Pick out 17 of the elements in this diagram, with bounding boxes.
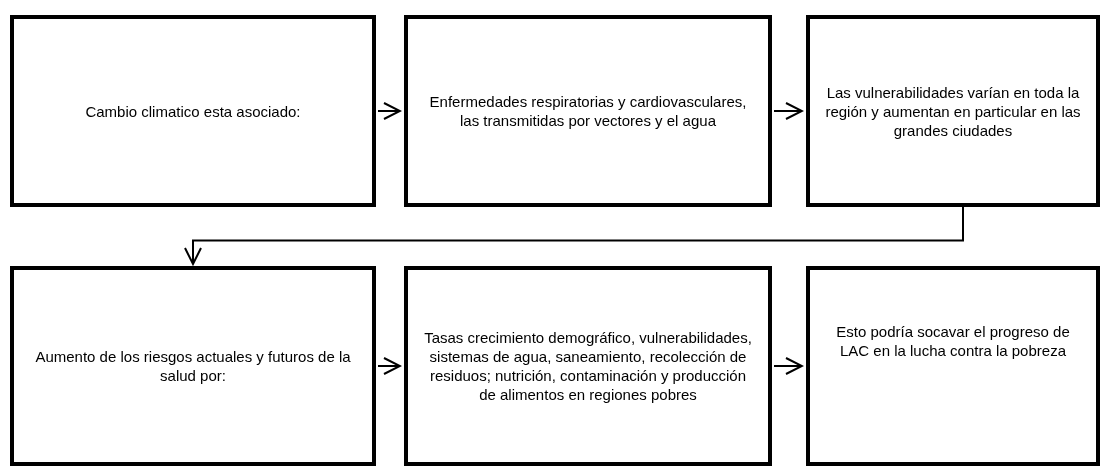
box-text: Tasas crecimiento demográfico, vulnerabilidades, sistemas de agua, saneamiento, recolección de residuos; nutrición, contaminación y producción de alimentos en regiones pobres <box>423 328 753 404</box>
box-text: Esto podría socavar el progreso de LAC en la lucha contra la pobreza <box>835 322 1071 360</box>
box-text: Cambio climatico esta asociado: <box>85 101 301 121</box>
process-box <box>10 15 376 207</box>
arrow <box>773 102 803 120</box>
arrow <box>773 357 803 375</box>
process-box <box>404 15 772 207</box>
process-box <box>404 266 772 466</box>
process-box <box>10 266 376 466</box>
arrow <box>377 102 401 120</box>
box-text: Enfermedades respiratorias y cardiovasculares, las transmitidas por vectores y el agua <box>428 92 748 130</box>
box-text: Aumento de los riesgos actuales y futuros de la salud por: <box>34 347 352 385</box>
arrow <box>184 206 964 265</box>
arrow <box>377 357 401 375</box>
process-box <box>806 266 1100 466</box>
box-text: Las vulnerabilidades varían en toda la región y aumentan en particular en las grandes ciudades <box>824 82 1082 140</box>
process-box <box>806 15 1100 207</box>
